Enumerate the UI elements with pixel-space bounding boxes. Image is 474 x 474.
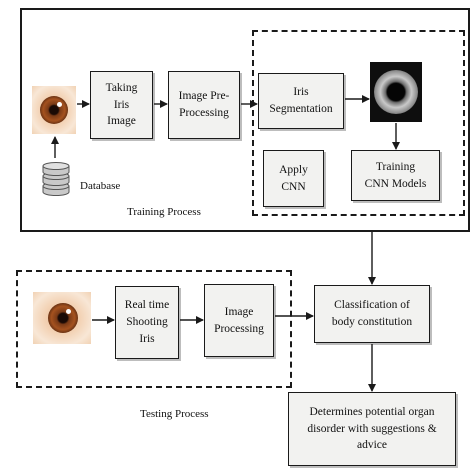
training-eye-photo-icon — [32, 86, 76, 134]
cnn-group-frame — [252, 30, 465, 216]
image-preprocessing-box: Image Pre- Processing — [168, 71, 240, 139]
classification-box: Classification of body constitution — [314, 285, 430, 343]
result-box: Determines potential organ disorder with… — [288, 392, 456, 466]
database-icon — [42, 162, 70, 196]
testing-process-frame — [16, 270, 292, 388]
testing-process-caption: Testing Process — [140, 408, 209, 420]
testing-eye-photo-icon — [33, 292, 91, 344]
real-time-shooting-iris-box: Real time Shooting Iris — [115, 286, 179, 359]
training-process-frame — [20, 8, 470, 232]
taking-iris-image-box: Taking Iris Image — [90, 71, 153, 139]
segmented-iris-icon — [370, 62, 422, 122]
image-processing-box: Image Processing — [204, 284, 274, 357]
training-process-caption: Training Process — [127, 206, 201, 218]
database-label: Database — [80, 180, 121, 192]
iris-segmentation-box: Iris Segmentation — [258, 73, 344, 129]
training-cnn-models-box: Training CNN Models — [351, 150, 440, 201]
apply-cnn-box: Apply CNN — [263, 150, 324, 207]
